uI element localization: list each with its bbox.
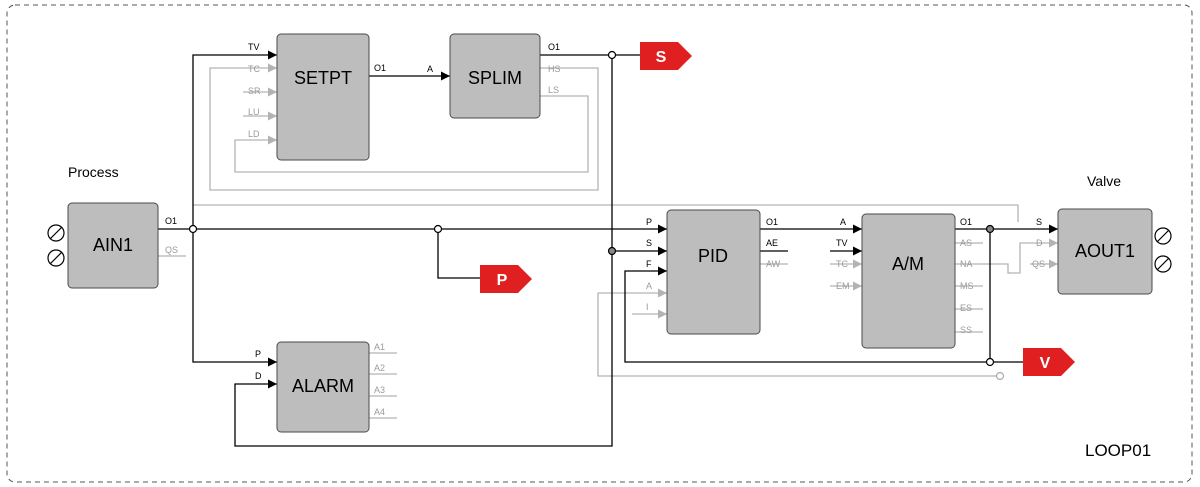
pin-aout1-qs: QS bbox=[1032, 259, 1045, 269]
block-ain1[interactable]: AIN1 O1 QS bbox=[67, 202, 178, 289]
block-pid[interactable]: PID P S F A I O1 AE AW bbox=[646, 209, 781, 335]
process-label: Process bbox=[68, 164, 119, 180]
tag-s-label: S bbox=[656, 49, 667, 66]
pin-pid-ae: AE bbox=[766, 238, 778, 248]
pin-am-ss: SS bbox=[960, 325, 972, 335]
tag-p-label: P bbox=[497, 272, 508, 289]
pin-alarm-p: P bbox=[255, 349, 261, 359]
pin-pid-f: F bbox=[646, 259, 652, 269]
pin-setpt-sr: SR bbox=[248, 86, 261, 96]
pin-splim-ls: LS bbox=[548, 85, 559, 95]
block-splim[interactable]: SPLIM A O1 HS LS bbox=[427, 33, 561, 119]
pin-setpt-tc: TC bbox=[248, 64, 260, 74]
pin-alarm-a3: A3 bbox=[374, 385, 385, 395]
sensor-symbol-bottom bbox=[47, 249, 65, 267]
inactive-wires bbox=[158, 63, 1058, 419]
pin-am-as: AS bbox=[960, 238, 972, 248]
block-setpt-name: SETPT bbox=[294, 68, 352, 88]
pin-pid-o1: O1 bbox=[766, 217, 778, 227]
pin-ain1-qs: QS bbox=[165, 245, 178, 255]
pin-am-ms: MS bbox=[960, 281, 974, 291]
pin-aout1-s: S bbox=[1036, 217, 1042, 227]
pin-pid-aw: AW bbox=[766, 259, 781, 269]
pin-pid-a: A bbox=[646, 281, 652, 291]
pin-pid-p: P bbox=[646, 217, 652, 227]
pin-setpt-tv: TV bbox=[248, 42, 260, 52]
tag-v-label: V bbox=[1040, 355, 1051, 372]
pin-am-em: EM bbox=[836, 281, 850, 291]
block-alarm-name: ALARM bbox=[292, 376, 354, 396]
pin-am-a: A bbox=[840, 217, 846, 227]
pin-alarm-a4: A4 bbox=[374, 407, 385, 417]
tag-p[interactable]: P bbox=[480, 265, 532, 293]
loop-border bbox=[6, 4, 1193, 483]
valve-symbol-top bbox=[1154, 227, 1172, 245]
sensor-symbol-top bbox=[47, 224, 65, 242]
pin-splim-o1: O1 bbox=[548, 42, 560, 52]
pin-alarm-a1: A1 bbox=[374, 342, 385, 352]
valve-symbol-bottom bbox=[1154, 255, 1172, 273]
pin-am-es: ES bbox=[960, 303, 972, 313]
pin-setpt-o1: O1 bbox=[374, 63, 386, 73]
block-setpt[interactable]: SETPT TV TC SR LU LD O1 bbox=[248, 33, 386, 161]
pin-setpt-ld: LD bbox=[248, 129, 260, 139]
block-am-name: A/M bbox=[892, 254, 924, 274]
valve-label: Valve bbox=[1087, 173, 1121, 189]
block-aout1[interactable]: AOUT1 S D QS bbox=[1032, 208, 1153, 295]
tag-s[interactable]: S bbox=[640, 42, 692, 70]
junction-dots bbox=[188, 50, 1005, 381]
pin-splim-a: A bbox=[427, 64, 433, 74]
pin-am-na: NA bbox=[960, 259, 973, 269]
pin-am-o1: O1 bbox=[960, 217, 972, 227]
block-splim-name: SPLIM bbox=[468, 68, 522, 88]
block-alarm[interactable]: ALARM P D A1 A2 A3 A4 bbox=[255, 341, 385, 433]
loop-name: LOOP01 bbox=[1085, 441, 1151, 460]
tag-v[interactable]: V bbox=[1023, 348, 1075, 376]
block-am[interactable]: A/M A TV TC EM O1 AS NA MS ES SS bbox=[836, 213, 974, 349]
pin-pid-i: I bbox=[646, 302, 649, 312]
active-wires bbox=[158, 50, 1058, 447]
pin-ain1-o1: O1 bbox=[165, 216, 177, 226]
pin-am-tc: TC bbox=[836, 259, 848, 269]
pin-alarm-d: D bbox=[255, 371, 262, 381]
pin-setpt-lu: LU bbox=[248, 107, 260, 117]
pin-splim-hs: HS bbox=[548, 64, 561, 74]
block-ain1-name: AIN1 bbox=[93, 235, 133, 255]
pin-am-tv: TV bbox=[836, 238, 848, 248]
pin-alarm-a2: A2 bbox=[374, 363, 385, 373]
block-aout1-name: AOUT1 bbox=[1075, 241, 1135, 261]
pin-pid-s: S bbox=[646, 238, 652, 248]
pin-aout1-d: D bbox=[1036, 238, 1043, 248]
block-pid-name: PID bbox=[698, 246, 728, 266]
